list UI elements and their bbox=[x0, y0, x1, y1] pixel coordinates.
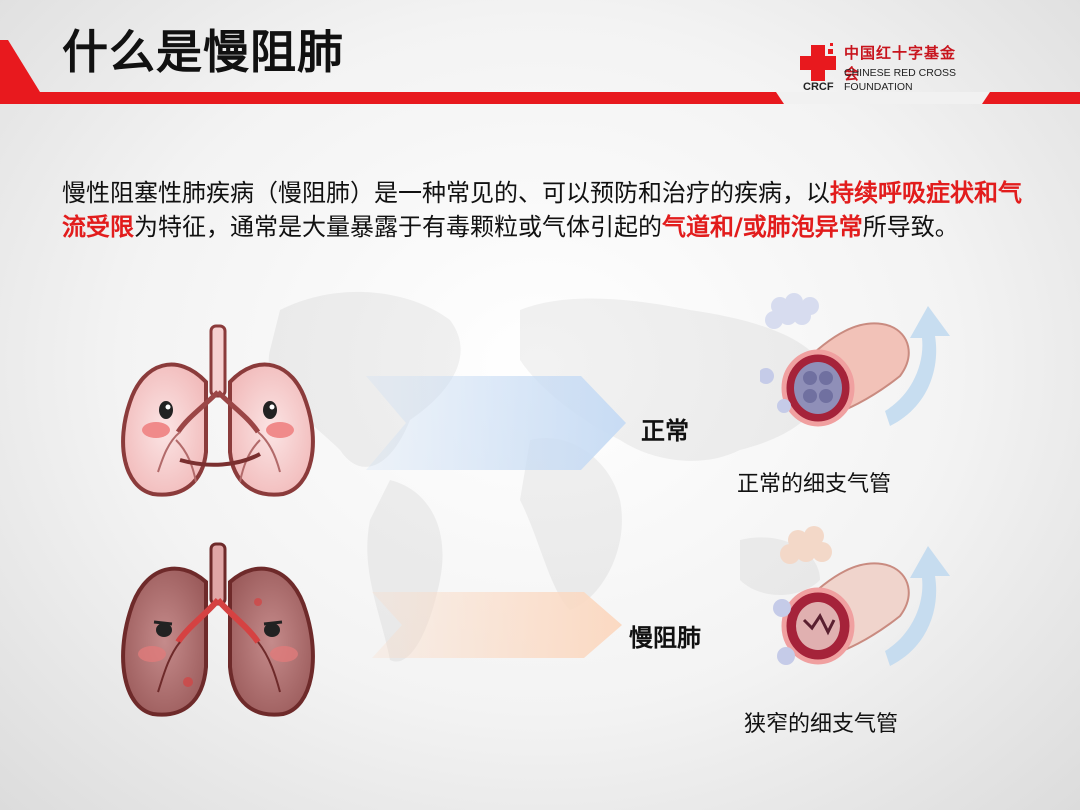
intro-highlight: 气道和/或肺泡异常 bbox=[662, 213, 863, 241]
label-normal: 正常 bbox=[641, 417, 689, 445]
crcf-logo: 中国红十字基金会 CHINESE RED CROSS FOUNDATION CR… bbox=[798, 40, 968, 98]
copd-lungs-illustration bbox=[121, 542, 315, 717]
copd-arrow bbox=[372, 592, 622, 658]
intro-text: 慢性阻塞性肺疾病（慢阻肺）是一种常见的、可以预防和治疗的疾病，以 bbox=[62, 179, 830, 207]
red-cross-icon bbox=[800, 43, 836, 81]
healthy-lungs-illustration bbox=[121, 324, 315, 497]
logo-name-en-line2: FOUNDATION bbox=[844, 81, 913, 93]
intro-paragraph: 慢性阻塞性肺疾病（慢阻肺）是一种常见的、可以预防和治疗的疾病，以持续呼吸症状和气… bbox=[62, 176, 1030, 244]
header-red-bar bbox=[0, 92, 1080, 104]
caption-narrow-bronchiole: 狭窄的细支气管 bbox=[744, 712, 899, 737]
normal-bronchiole-illustration bbox=[760, 293, 950, 427]
header-slant-decoration bbox=[0, 40, 40, 92]
logo-name-en-line1: CHINESE RED CROSS bbox=[844, 67, 957, 79]
label-copd: 慢阻肺 bbox=[629, 624, 701, 652]
page-title: 什么是慢阻肺 bbox=[62, 25, 344, 79]
intro-text: 所导致。 bbox=[862, 213, 959, 241]
caption-normal-bronchiole: 正常的细支气管 bbox=[737, 472, 892, 497]
normal-arrow bbox=[366, 376, 626, 470]
narrow-bronchiole-illustration bbox=[773, 526, 950, 666]
logo-name-cn: 中国红十字基金会 bbox=[844, 44, 957, 83]
intro-text: 为特征，通常是大量暴露于有毒颗粒或气体引起的 bbox=[134, 213, 662, 241]
logo-abbreviation: CRCF bbox=[803, 81, 834, 93]
intro-highlight: 持续呼吸症状和气流受限 bbox=[62, 179, 1022, 241]
